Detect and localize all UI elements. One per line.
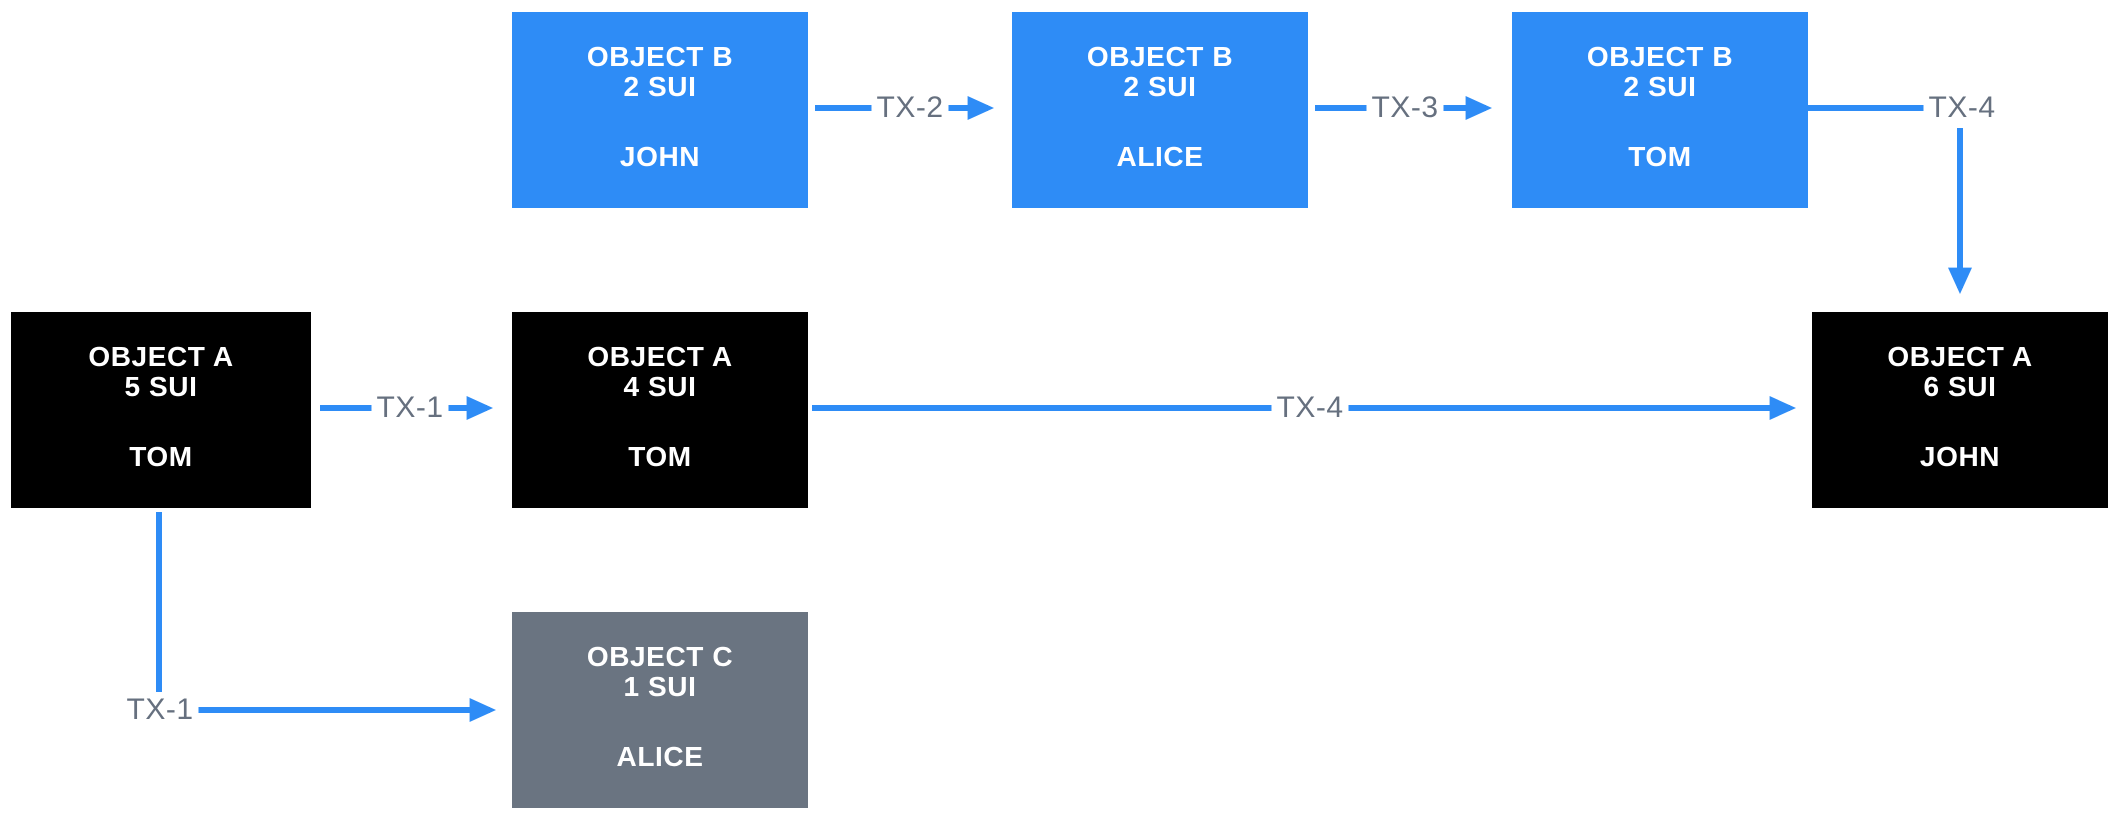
- object-box-b-tom: OBJECT B 2 SUI TOM: [1512, 12, 1808, 208]
- object-box-a-tom-5sui: OBJECT A 5 SUI TOM: [11, 312, 311, 508]
- object-amount: 2 SUI: [1123, 71, 1197, 102]
- tx-label-tx2: TX-2: [871, 91, 949, 125]
- object-box-c-alice: OBJECT C 1 SUI ALICE: [512, 612, 808, 808]
- object-amount: 6 SUI: [1923, 371, 1997, 402]
- object-amount: 4 SUI: [623, 371, 697, 402]
- object-owner: ALICE: [1116, 141, 1204, 172]
- object-title: OBJECT A: [88, 341, 234, 372]
- object-box-b-alice: OBJECT B 2 SUI ALICE: [1012, 12, 1308, 208]
- object-owner: JOHN: [619, 141, 701, 172]
- object-title: OBJECT B: [1586, 41, 1734, 72]
- tx-label-tx4-down: TX-4: [1923, 91, 2001, 125]
- tx-label-tx3: TX-3: [1366, 91, 1444, 125]
- object-title: OBJECT B: [586, 41, 734, 72]
- object-owner: JOHN: [1919, 441, 2001, 472]
- object-box-a-tom-4sui: OBJECT A 4 SUI TOM: [512, 312, 808, 508]
- tx-label-tx1-new: TX-1: [121, 693, 199, 727]
- tx-label-tx1-split: TX-1: [371, 391, 449, 425]
- object-box-a-john-6sui: OBJECT A 6 SUI JOHN: [1812, 312, 2108, 508]
- object-title: OBJECT B: [1086, 41, 1234, 72]
- object-amount: 2 SUI: [1623, 71, 1697, 102]
- tx-label-tx4-long: TX-4: [1271, 391, 1349, 425]
- object-amount: 2 SUI: [623, 71, 697, 102]
- object-owner: TOM: [628, 441, 692, 472]
- object-amount: 5 SUI: [124, 371, 198, 402]
- object-owner: TOM: [1628, 141, 1692, 172]
- object-box-b-john: OBJECT B 2 SUI JOHN: [512, 12, 808, 208]
- object-title: OBJECT A: [587, 341, 733, 372]
- object-amount: 1 SUI: [623, 671, 697, 702]
- object-title: OBJECT A: [1887, 341, 2033, 372]
- object-owner: ALICE: [616, 741, 704, 772]
- object-owner: TOM: [129, 441, 193, 472]
- object-title: OBJECT C: [586, 641, 734, 672]
